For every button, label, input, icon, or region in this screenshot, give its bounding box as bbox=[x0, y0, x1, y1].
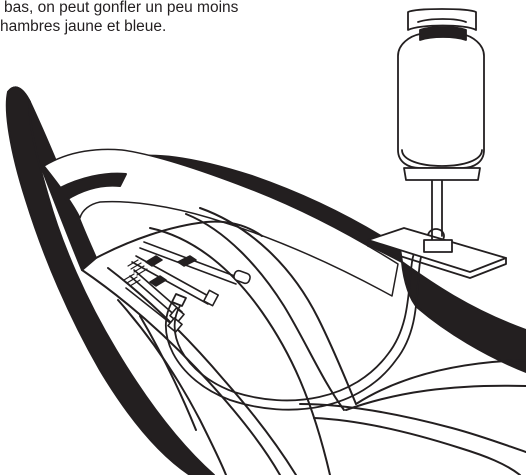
foot-pump-icon bbox=[368, 9, 506, 278]
